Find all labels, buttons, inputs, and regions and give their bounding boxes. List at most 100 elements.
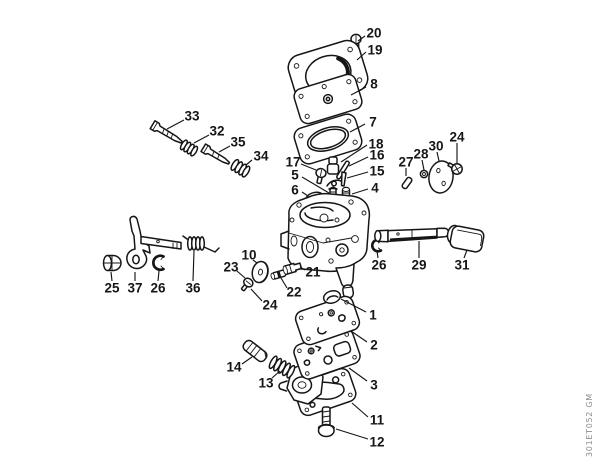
part-spring-36 xyxy=(182,235,220,253)
part-nozzle-21 xyxy=(282,262,303,275)
part-disc-10 xyxy=(251,260,269,284)
callout-leader-32 xyxy=(193,134,210,144)
callout-leader-8 xyxy=(350,86,367,96)
part-ring-28 xyxy=(419,169,429,179)
callout-leader-22 xyxy=(280,277,288,289)
leader-layer xyxy=(110,35,468,440)
callout-label-21: 21 xyxy=(305,265,321,280)
callout-leader-7 xyxy=(349,123,366,133)
callout-leader-23 xyxy=(236,270,246,279)
callout-label-23: 23 xyxy=(223,260,239,275)
callout-leader-34 xyxy=(245,159,253,166)
watermark-text: 301ET052 GM xyxy=(585,393,594,457)
callout-label-32: 32 xyxy=(209,124,224,139)
callout-leader-17 xyxy=(300,163,317,171)
callout-label-31: 31 xyxy=(454,258,470,273)
callout-leader-26 xyxy=(376,250,379,259)
callout-label-24: 24 xyxy=(262,298,278,313)
callout-label-27: 27 xyxy=(398,155,413,170)
callout-label-34: 34 xyxy=(253,149,269,164)
callout-leader-19 xyxy=(356,51,367,61)
callout-leader-31 xyxy=(463,249,468,259)
callout-label-3: 3 xyxy=(370,378,378,393)
part-pin-27 xyxy=(401,176,413,190)
callout-label-16: 16 xyxy=(369,148,385,163)
callout-leader-6 xyxy=(301,191,309,197)
callout-leader-10 xyxy=(252,259,258,264)
callout-leader-1 xyxy=(340,298,367,313)
callout-label-25: 25 xyxy=(104,281,120,296)
callout-leader-30 xyxy=(436,151,440,162)
callout-label-8: 8 xyxy=(370,77,378,92)
part-screw-12 xyxy=(317,406,335,438)
callout-label-28: 28 xyxy=(413,147,429,162)
callout-leader-28 xyxy=(421,159,425,171)
callout-label-33: 33 xyxy=(184,109,200,124)
part-carburetor-body xyxy=(280,192,371,299)
callout-leader-11 xyxy=(351,402,369,418)
callout-label-22: 22 xyxy=(286,285,301,300)
callout-label-18: 18 xyxy=(368,137,384,152)
callout-label-26: 26 xyxy=(150,281,166,296)
parts-layer xyxy=(102,33,485,438)
part-shaft-lever-31 xyxy=(446,224,485,253)
callout-leader-13 xyxy=(271,370,281,379)
callout-leader-24 xyxy=(250,288,263,302)
part-screw-23 xyxy=(240,277,254,292)
part-inlet-valve-18 xyxy=(326,156,340,175)
callout-label-14: 14 xyxy=(226,360,242,375)
callout-label-4: 4 xyxy=(371,181,379,196)
callout-label-2: 2 xyxy=(370,338,378,353)
part-plug-1 xyxy=(322,290,342,304)
part-inlet-needle-15 xyxy=(340,171,347,187)
part-gasket-7 xyxy=(293,113,363,165)
callout-label-37: 37 xyxy=(127,281,142,296)
callout-leader-21 xyxy=(299,266,306,271)
part-throttle-lever-37 xyxy=(126,215,182,270)
callout-label-26: 26 xyxy=(371,258,387,273)
callout-leader-12 xyxy=(335,428,369,440)
callout-label-13: 13 xyxy=(258,376,274,391)
callout-label-11: 11 xyxy=(370,413,385,428)
callout-leader-4 xyxy=(351,188,369,195)
callout-label-5: 5 xyxy=(291,168,299,183)
part-diaphragm-8 xyxy=(293,73,363,125)
part-gasket-2 xyxy=(294,295,361,346)
callout-label-1: 1 xyxy=(369,308,377,323)
callout-leader-36 xyxy=(192,250,195,282)
callout-leader-35 xyxy=(218,145,231,153)
callout-label-36: 36 xyxy=(185,281,201,296)
part-plug-14 xyxy=(242,339,268,363)
callout-label-29: 29 xyxy=(411,258,426,273)
callout-leader-16 xyxy=(348,156,369,167)
part-bushing-25 xyxy=(102,254,122,272)
callout-leader-2 xyxy=(350,330,368,343)
callout-leader-5 xyxy=(301,176,330,194)
callout-leader-15 xyxy=(346,171,369,179)
part-shutter-30 xyxy=(428,160,454,194)
callout-leader-26 xyxy=(157,270,160,282)
part-adjust-screw-33 xyxy=(149,120,183,144)
callout-label-10: 10 xyxy=(241,248,256,263)
callout-label-15: 15 xyxy=(369,164,385,179)
callout-leader-25 xyxy=(110,271,113,282)
part-screw-24-top xyxy=(447,162,463,175)
part-screw-17 xyxy=(315,167,327,185)
part-spring-34 xyxy=(230,158,251,178)
part-throttle-shaft-29 xyxy=(374,227,450,243)
part-spring-32 xyxy=(179,139,199,157)
callout-leader-3 xyxy=(348,367,368,382)
callout-label-20: 20 xyxy=(366,26,381,41)
callout-label-6: 6 xyxy=(291,183,299,198)
callout-label-17: 17 xyxy=(285,155,300,170)
callout-leader-20 xyxy=(357,35,366,42)
callout-leader-33 xyxy=(166,119,185,130)
callout-label-7: 7 xyxy=(369,115,377,130)
callout-label-12: 12 xyxy=(369,435,384,450)
callout-leader-18 xyxy=(340,144,368,163)
callout-label-35: 35 xyxy=(230,135,246,150)
part-adjust-screw-35 xyxy=(200,143,231,165)
